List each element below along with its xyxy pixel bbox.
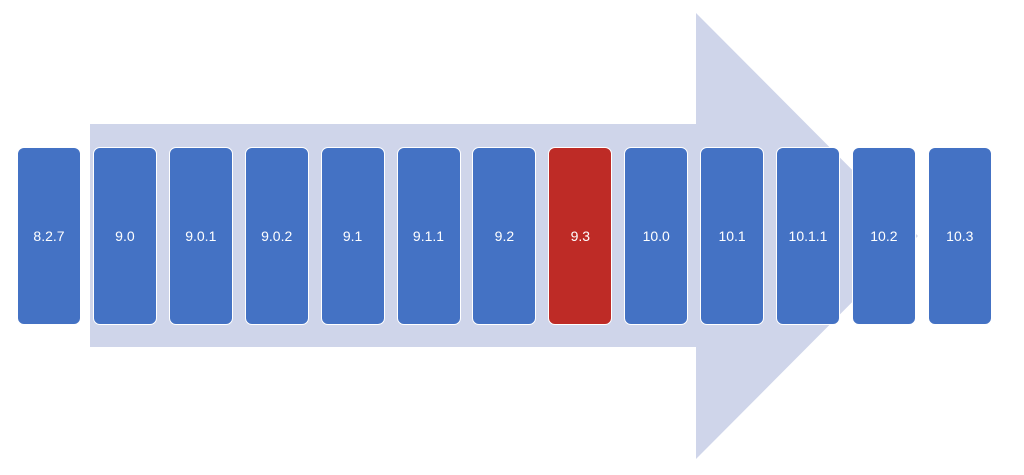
version-box-9-1: 9.1: [320, 147, 385, 325]
version-box-10-1-1: 10.1.1: [776, 147, 840, 325]
version-label: 9.0.1: [185, 228, 217, 244]
version-box-10-2: 10.2: [851, 147, 916, 325]
version-box-9-2: 9.2: [472, 147, 537, 325]
version-label: 8.2.7: [33, 228, 65, 244]
version-label: 10.3: [946, 228, 974, 244]
version-box-9-0: 9.0: [92, 147, 157, 325]
version-label: 10.1: [718, 228, 746, 244]
version-box-9-0-1: 9.0.1: [168, 147, 233, 325]
version-label: 10.0: [642, 228, 670, 244]
version-label: 9.0.2: [261, 228, 293, 244]
version-label: 9.1.1: [412, 228, 445, 244]
version-label: 9.1: [342, 228, 363, 244]
version-box-8-2-7: 8.2.7: [17, 147, 81, 325]
version-box-10-0: 10.0: [624, 147, 689, 325]
version-box-9-3: 9.3: [548, 147, 613, 325]
version-label: 10.1.1: [788, 228, 828, 244]
version-label: 10.2: [870, 228, 898, 244]
version-box-9-0-2: 9.0.2: [244, 147, 309, 325]
version-box-10-3: 10.3: [927, 147, 992, 325]
version-label: 9.2: [494, 228, 515, 244]
version-label: 9.3: [570, 228, 591, 244]
version-box-9-1-1: 9.1.1: [396, 147, 461, 325]
version-box-10-1: 10.1: [700, 147, 765, 325]
version-label: 9.0: [115, 228, 135, 244]
